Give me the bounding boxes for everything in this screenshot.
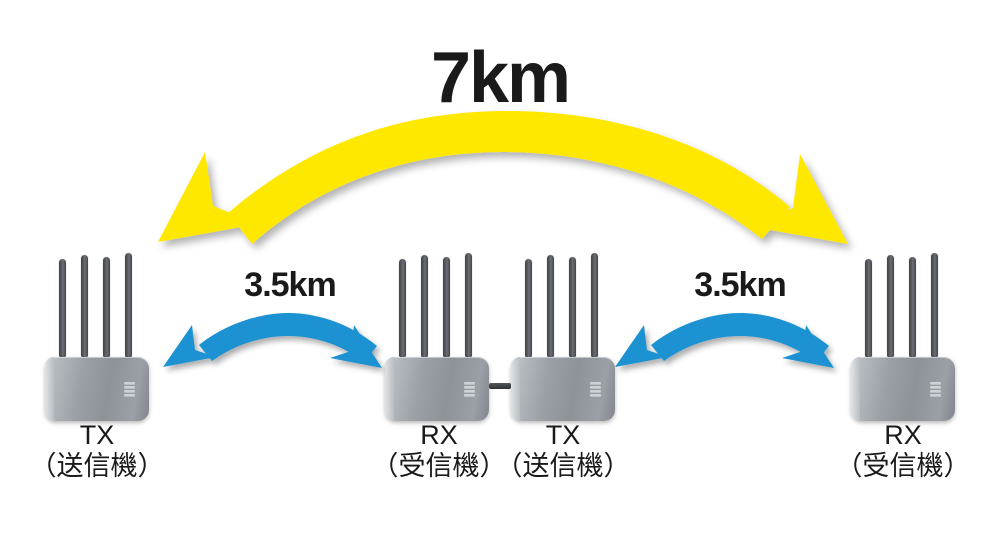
antenna-icon (569, 257, 576, 357)
led-icon (590, 386, 601, 388)
antenna-icon (103, 257, 110, 357)
blue-arrowhead-left-start (163, 325, 216, 367)
led-icon (124, 390, 135, 392)
antenna-icon (525, 259, 532, 357)
antenna-icon (59, 259, 66, 357)
antenna-icon (125, 253, 132, 357)
antenna-icon (931, 253, 938, 357)
antenna-icon (81, 255, 88, 357)
antenna-icon (865, 259, 872, 357)
led-icon (930, 390, 941, 392)
antenna-group (511, 252, 615, 357)
device-rx-right[interactable] (851, 252, 955, 421)
led-indicator-group (464, 382, 475, 396)
device-caption-rx-mid: RX （受信機） (357, 420, 521, 482)
blue-arc-band-left (199, 313, 377, 362)
router-body (511, 357, 615, 421)
antenna-icon (399, 259, 406, 357)
led-icon (464, 386, 475, 388)
led-icon (124, 382, 135, 384)
device-name: （受信機） (371, 451, 507, 481)
led-indicator-group (124, 382, 135, 396)
antenna-icon (909, 257, 916, 357)
led-indicator-group (930, 382, 941, 396)
antenna-icon (443, 257, 450, 357)
blue-arc-band-right (651, 313, 829, 362)
antenna-icon (465, 253, 472, 357)
device-name: （送信機） (495, 451, 631, 481)
yellow-arrowhead-right (748, 154, 848, 244)
led-icon (124, 394, 135, 396)
led-icon (930, 386, 941, 388)
yellow-arrowhead-left (158, 152, 258, 242)
device-code: RX (420, 420, 458, 450)
led-indicator-group (590, 382, 601, 396)
blue-arrowhead-right-start (615, 325, 668, 367)
device-name: （受信機） (835, 451, 971, 481)
device-code: TX (79, 420, 115, 450)
device-caption-rx-right: RX （受信機） (821, 420, 985, 482)
antenna-group (851, 252, 955, 357)
device-code: TX (545, 420, 581, 450)
device-tx-mid[interactable] (511, 252, 615, 421)
blue-arrowhead-right-end (782, 325, 834, 368)
device-code: RX (884, 420, 922, 450)
router-body (851, 357, 955, 421)
device-caption-tx-left: TX （送信機） (15, 420, 179, 482)
left-segment-distance-label: 3.5km (244, 266, 336, 304)
led-icon (930, 382, 941, 384)
router-body (45, 357, 149, 421)
antenna-icon (887, 255, 894, 357)
device-name: （送信機） (29, 451, 165, 481)
device-tx-left[interactable] (45, 252, 149, 421)
led-icon (930, 394, 941, 396)
antenna-icon (591, 253, 598, 357)
antenna-icon (547, 255, 554, 357)
led-icon (464, 394, 475, 396)
led-icon (464, 390, 475, 392)
led-icon (124, 386, 135, 388)
antenna-icon (421, 255, 428, 357)
total-distance-label: 7km (430, 38, 571, 118)
antenna-group (385, 252, 489, 357)
yellow-arc-group (158, 110, 848, 245)
led-icon (590, 394, 601, 396)
led-icon (590, 382, 601, 384)
antenna-group (45, 252, 149, 357)
device-caption-tx-mid: TX （送信機） (481, 420, 645, 482)
blue-arc-left-group (163, 313, 382, 368)
device-rx-mid[interactable] (385, 252, 489, 421)
router-body (385, 357, 489, 421)
led-icon (590, 390, 601, 392)
blue-arrowhead-left-end (330, 325, 382, 368)
yellow-arc-band (228, 110, 790, 245)
interconnect-cable (489, 383, 511, 389)
led-icon (464, 382, 475, 384)
blue-arc-right-group (615, 313, 834, 368)
right-segment-distance-label: 3.5km (694, 266, 786, 304)
